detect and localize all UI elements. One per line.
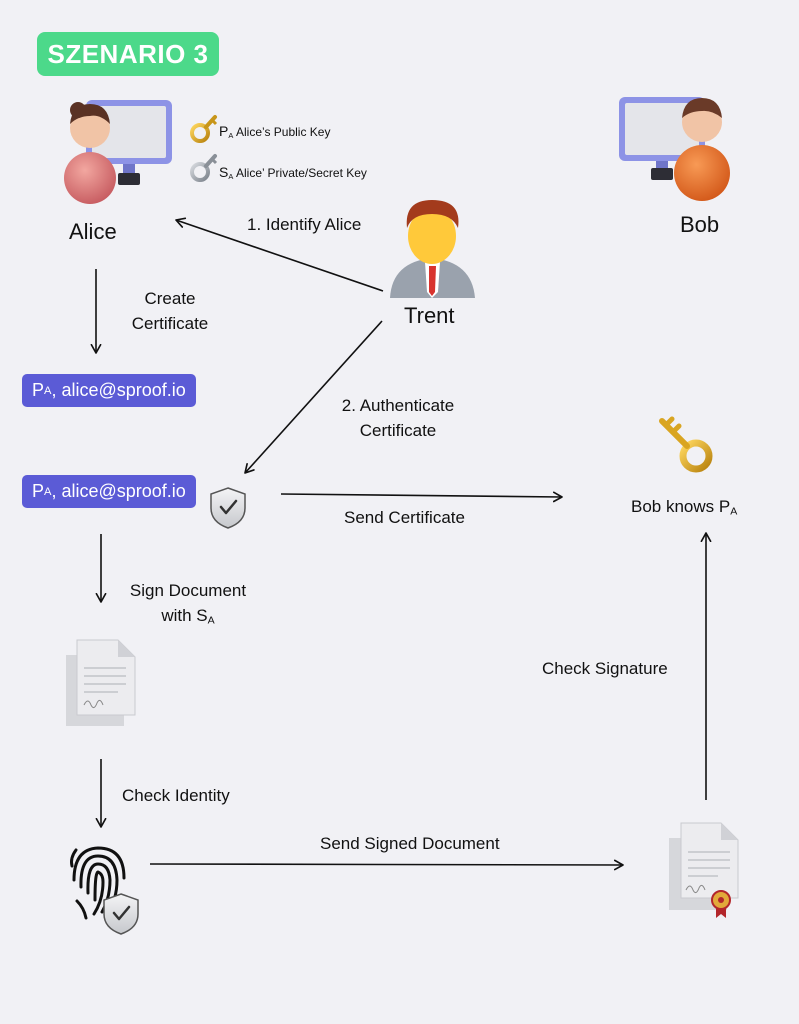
shield-check-icon: [103, 893, 139, 935]
actor-name-trent: Trent: [404, 303, 455, 328]
public-key-legend: PA Alice’s Public Key: [219, 123, 330, 140]
actor-name-alice: Alice: [69, 219, 117, 244]
sign-document-line1: Sign Document: [129, 581, 247, 600]
sign-document-line2: with SA: [118, 603, 258, 634]
arrow-identify-alice: [175, 217, 384, 292]
send-certificate-label: Send Certificate: [344, 508, 465, 527]
private-key-description: Alice’ Private/Secret Key: [235, 166, 367, 180]
certificate-key-symbol: P: [32, 380, 45, 400]
public-key-subscript: A: [228, 130, 234, 140]
bob-computer-avatar-icon: [619, 97, 730, 201]
sign-with-text: with S: [161, 606, 208, 625]
certificate-key-symbol: P: [32, 481, 45, 501]
authenticate-line1: 2. Authenticate: [341, 396, 455, 415]
check-identity-label: Check Identity: [122, 786, 230, 805]
create-certificate-label: Create Certificate: [110, 286, 230, 336]
public-key-symbol: P: [219, 123, 229, 139]
bob-knows-subscript: A: [730, 505, 738, 518]
certificate-email: , alice@sproof.io: [51, 380, 186, 400]
certified-document-icon: [669, 822, 739, 918]
arrow-send-certificate: [280, 491, 563, 503]
sign-document-label: Sign Document with SA: [118, 578, 258, 634]
authenticate-certificate-label: 2. Authenticate Certificate: [318, 393, 478, 443]
create-certificate-line1: Create: [144, 289, 196, 308]
private-key-symbol: S: [219, 164, 229, 180]
certificate-email: , alice@sproof.io: [51, 481, 186, 501]
certificate-key-subscript: A: [44, 384, 52, 397]
gold-key-icon: [659, 416, 713, 473]
certificate-key-subscript: A: [44, 485, 52, 498]
bob-knows-text: Bob knows P: [631, 497, 731, 516]
sign-with-subscript: A: [207, 614, 215, 627]
gold-key-icon: [190, 115, 218, 143]
alice-computer-avatar-icon: [64, 100, 172, 204]
document-icon: [66, 639, 136, 726]
silver-key-icon: [190, 154, 218, 182]
arrow-authenticate-certificate: [244, 320, 383, 474]
identify-alice-label: 1. Identify Alice: [247, 215, 362, 234]
create-certificate-line2: Certificate: [131, 314, 209, 333]
private-key-subscript: A: [228, 171, 234, 181]
scenario-badge: SZENARIO 3: [37, 32, 219, 76]
arrows: [90, 217, 712, 871]
authenticate-line2: Certificate: [359, 421, 437, 440]
actor-name-bob: Bob: [680, 212, 720, 237]
check-signature-label: Check Signature: [542, 659, 668, 678]
public-key-description: Alice’s Public Key: [235, 125, 331, 139]
trent-avatar-icon: [390, 200, 475, 298]
shield-check-icon: [210, 487, 246, 529]
arrow-send-signed-document: [149, 859, 624, 871]
private-key-legend: SA Alice’ Private/Secret Key: [219, 164, 367, 181]
bob-knows-public-key-label: Bob knows PA: [631, 497, 737, 518]
send-signed-document-label: Send Signed Document: [320, 834, 500, 853]
